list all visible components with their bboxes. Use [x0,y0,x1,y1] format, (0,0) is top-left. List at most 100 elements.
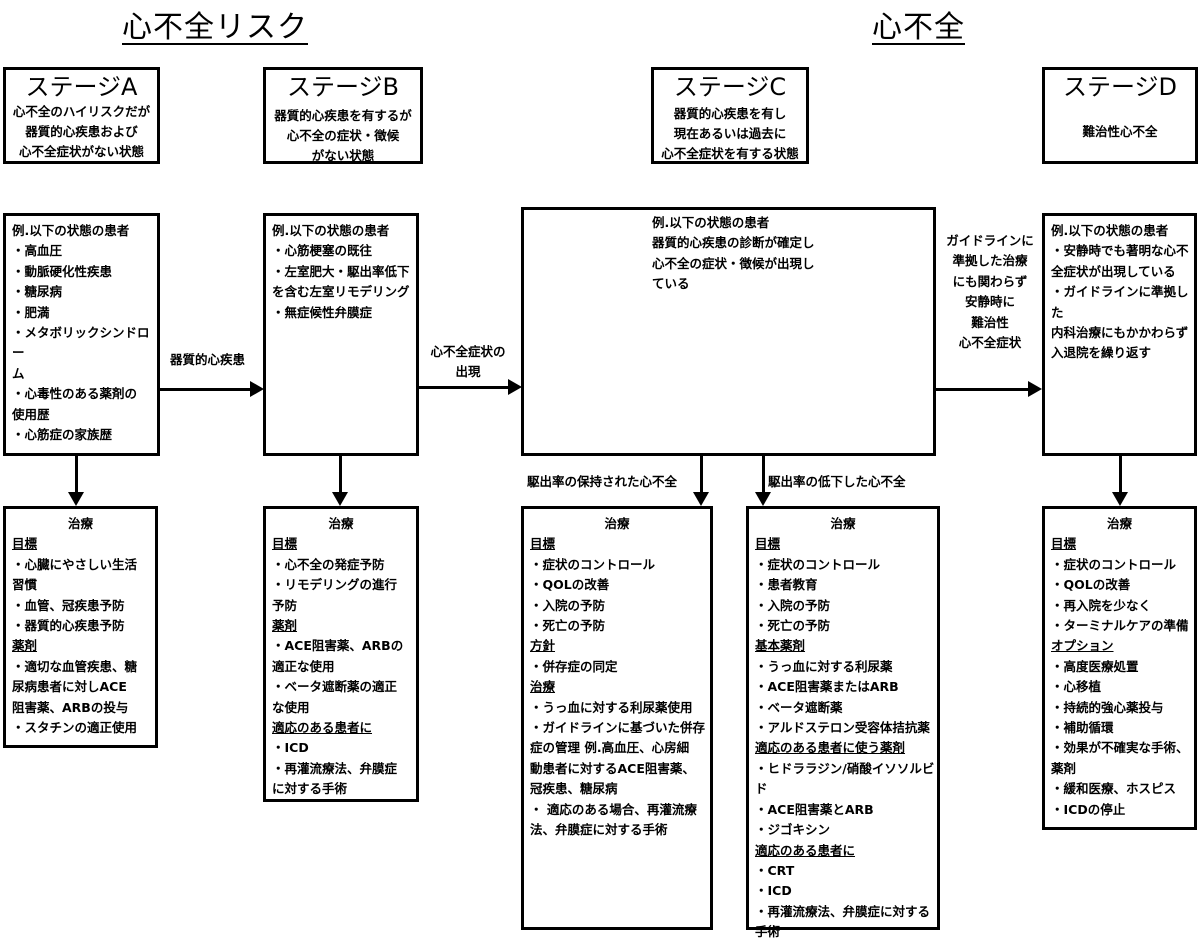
arrow-c-to-d-head-icon [1028,381,1042,397]
list-line: ・安静時でも著明な心不 [1051,243,1189,259]
list-item: 動患者に対するACE阻害薬、 [530,760,695,776]
stage-c-desc: 器質的心疾患を有し現在あるいは過去に心不全症状を有する状態 [654,104,806,164]
stage-a-desc: 心不全のハイリスクだが器質的心疾患および心不全症状がない状態 [6,102,157,162]
list-line: 器質的心疾患および [25,124,138,139]
list-line: 使用歴 [12,406,50,422]
list-item: ・症状のコントロール [1051,556,1177,572]
section-heading: 目標 [12,536,38,552]
list-item: ・ベータ遮断薬 [755,699,843,715]
list-item: ・補助循環 [1051,720,1114,736]
stage-c-name: ステージC [673,73,787,101]
list-item: 薬剤 [1051,760,1077,776]
list-line: 例.以下の状態の患者 [272,223,390,238]
list-line: を含む左室リモデリング [272,284,410,300]
arrow-b-down-line [339,456,342,494]
section-title-heart-failure: 心不全 [872,10,965,45]
list-item: ・死亡の予防 [530,618,606,634]
stage-d-treatment: 治療 目標・症状のコントロール・QOLの改善・再入院を少なく・ターミナルケアの準… [1042,506,1197,830]
section-heading: 目標 [1051,536,1077,552]
list-item: ・再灌流療法、弁膜症に対する [755,903,931,919]
list-line: 心不全症状 [958,335,1022,351]
list-item: ・高度医療処置 [1051,658,1139,674]
list-item: 尿病患者に対しACE [12,679,127,695]
section-heading: 目標 [530,536,556,552]
list-line: ・心筋症の家族歴 [12,427,113,443]
stage-d-desc: 難治性心不全 [1045,122,1195,142]
list-line: 例.以下の状態の患者 [1051,223,1169,238]
stage-c-example-list: 例.以下の状態の患者器質的心疾患の診断が確定し心不全の症状・徴候が出現している [524,210,933,295]
arrow-c-hfpef-head-icon [693,492,709,506]
list-item: ・患者教育 [755,577,818,593]
list-item: 冠疾患、糖尿病 [530,781,618,797]
list-line: 全症状が出現している [1051,263,1176,279]
list-item: ・ICD [272,740,309,756]
list-item: 症の管理 例.高血圧、心房細 [530,740,690,756]
list-item: ・器質的心疾患予防 [12,618,125,634]
list-item: ・ヒドララジン/硝酸イソソルビド [755,760,935,797]
list-item: ・併存症の同定 [530,658,618,674]
arrow-c-hfref-head-icon [755,492,771,506]
list-item: ・適切な血管疾患、糖 [12,658,138,674]
stage-b-example-list: 例.以下の状態の患者・心筋梗塞の既往・左室肥大・駆出率低下を含む左室リモデリング… [266,216,416,323]
list-item: ・ 適応のある場合、再灌流療 [530,801,697,817]
arrow-b-to-c-line [419,386,510,389]
list-item: ・ICD [755,883,792,899]
list-item: ・効果が不確実な手術、 [1051,740,1189,756]
list-item: ・症状のコントロール [755,556,881,572]
list-item: 習慣 [12,577,38,593]
list-item: ・QOLの改善 [530,577,610,593]
arrow-c-hfref-label: 駆出率の低下した心不全 [768,474,906,489]
arrow-a-down-head-icon [68,492,84,506]
stage-a-header: ステージA 心不全のハイリスクだが器質的心疾患および心不全症状がない状態 [3,67,160,164]
list-line: 心不全症状の [430,344,506,359]
stage-a-examples: 例.以下の状態の患者・高血圧・動脈硬化性疾患・糖尿病・肥満・メタボリックシンドロ… [3,213,160,456]
stage-d-treatment-title: 治療 [1106,516,1132,531]
list-line: 心不全の症状・徴候が出現し [652,255,815,271]
section-heading: 適応のある患者に [755,842,856,858]
list-line: 準拠した治療 [952,253,1028,269]
section-heading: 適応のある患者に [272,720,373,736]
list-line: 器質的心疾患の診断が確定し [652,235,815,251]
list-item: ・心臓にやさしい生活 [12,556,138,572]
list-line: 例.以下の状態の患者 [12,223,130,238]
stage-c-examples: 例.以下の状態の患者器質的心疾患の診断が確定し心不全の症状・徴候が出現している [521,207,936,456]
list-item: ・ACE阻害薬とARB [755,801,874,817]
list-line: ム [12,365,25,381]
arrow-c-to-d-label: ガイドラインに準拠した治療にも関わらず安静時に難治性心不全症状 [940,231,1040,353]
list-item: ・緩和医療、ホスピス [1051,781,1177,797]
list-line: ・高血圧 [12,243,63,259]
list-item: 適正な使用 [272,658,335,674]
list-line: ・左室肥大・駆出率低下 [272,263,410,279]
arrow-a-down-line [75,456,78,494]
stage-c-hfpef-treatment-list: 目標・症状のコントロール・QOLの改善・入院の予防・死亡の予防方針・併存症の同定… [524,534,710,840]
list-line: ・心筋梗塞の既往 [272,243,373,259]
list-line: 難治性心不全 [1082,124,1158,139]
arrow-d-down-line [1119,456,1122,494]
list-line: がない状態 [311,148,375,163]
list-line: 安静時に [964,294,1015,310]
stage-a-treatment: 治療 目標・心臓にやさしい生活習慣・血管、冠疾患予防・器質的心疾患予防薬剤・適切… [3,506,158,748]
stage-a-treatment-list: 目標・心臓にやさしい生活習慣・血管、冠疾患予防・器質的心疾患予防薬剤・適切な血管… [6,534,155,738]
list-line: 難治性 [971,314,1009,330]
arrow-b-to-c-label: 心不全症状の出現 [418,342,518,382]
list-line: 心不全症状がない状態 [18,144,144,159]
arrow-b-to-c-head-icon [508,379,522,395]
list-item: に対する手術 [272,781,348,797]
stage-b-treatment: 治療 目標・心不全の発症予防・リモデリングの進行予防薬剤・ACE阻害薬、ARBの… [263,506,419,802]
list-line: 内科治療にもかかわらず [1051,325,1189,341]
list-line: 心不全の症状・徴候 [286,128,400,143]
list-item: 手術 [755,924,781,940]
list-item: ・ターミナルケアの準備 [1051,618,1189,634]
list-line: 器質的心疾患を有し [673,106,787,121]
list-line: 心不全症状を有する状態 [661,146,799,161]
stage-b-treatment-title: 治療 [328,516,354,531]
list-line: にも関わらず [952,273,1028,289]
list-item: な使用 [272,699,310,715]
list-item: 阻害薬、ARBの投与 [12,699,129,715]
arrow-c-hfref-line [762,456,765,494]
list-line: ・無症候性弁膜症 [272,304,373,320]
arrow-c-hfpef-label: 駆出率の保持された心不全 [527,474,678,489]
stage-a-name: ステージA [25,73,138,101]
list-item: ・入院の予防 [755,597,831,613]
section-heading: 薬剤 [12,638,38,654]
